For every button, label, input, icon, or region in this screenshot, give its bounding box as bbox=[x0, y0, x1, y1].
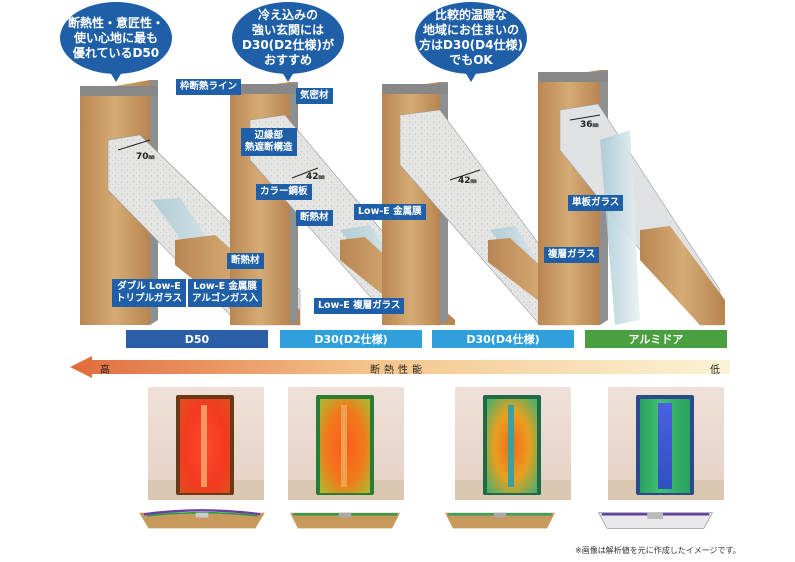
footnote: ※画像は解析値を元に作成したイメージです。 bbox=[575, 546, 741, 555]
double-lowe-triple-glass-label: ダブル Low-E トリプルガラス bbox=[112, 279, 187, 307]
alu-thermal-plan bbox=[598, 512, 713, 529]
alu-section bbox=[538, 70, 725, 326]
alu-thickness: 36㎜ bbox=[580, 120, 599, 130]
lowe-metal-film-label: Low-E 金属膜 bbox=[354, 204, 426, 220]
scale-low-label: 低 bbox=[710, 365, 720, 376]
d50-thermal-plan bbox=[139, 509, 265, 529]
band-d30-d4: D30(D4仕様) bbox=[432, 330, 574, 348]
d2-thickness: 42㎜ bbox=[306, 172, 325, 182]
d50-thickness: 70㎜ bbox=[136, 152, 155, 162]
lowe-double-glass-label: Low-E 複層ガラス bbox=[314, 298, 405, 314]
insulation-label-left: 断熱材 bbox=[227, 253, 264, 269]
d50-bubble: 断熱性・意匠性・ 使い心地に最も 優れているD50 bbox=[60, 2, 172, 82]
d2-glass-strip bbox=[341, 405, 347, 487]
double-glass-label: 複層ガラス bbox=[544, 247, 600, 263]
lowe-argon-label: Low-E 金属膜 アルゴンガス入 bbox=[188, 279, 263, 307]
frame-insulation-line-label: 枠断熱ライン bbox=[176, 79, 242, 95]
d50-glass-strip bbox=[201, 405, 207, 487]
insulation-scale-arrow bbox=[70, 356, 730, 378]
d2-thermal-plan bbox=[290, 512, 400, 529]
band-d30-d2: D30(D2仕様) bbox=[280, 330, 422, 348]
airtight-seal-label: 気密材 bbox=[296, 88, 333, 104]
insulation-label-mid: 断熱材 bbox=[296, 210, 333, 226]
scale-title: 断熱性能 bbox=[370, 365, 426, 376]
alu-glass-strip bbox=[658, 403, 672, 489]
door-cross-section-illustration bbox=[80, 70, 725, 326]
d4-section bbox=[382, 82, 600, 326]
d2-bubble: 冷え込みの 強い玄関には D30(D2仕様)が おすすめ bbox=[232, 2, 344, 82]
single-glass-label: 単板ガラス bbox=[568, 195, 624, 211]
d4-thickness: 42㎜ bbox=[458, 176, 477, 186]
d4-thermal-plan bbox=[445, 512, 555, 529]
scale-high-label: 高 bbox=[100, 365, 110, 376]
d4-glass-strip bbox=[508, 405, 514, 487]
band-aluminium-door: アルミドア bbox=[585, 330, 727, 348]
d4-bubble: 比較的温暖な 地域にお住まいの 方はD30(D4仕様) でもOK bbox=[415, 2, 527, 82]
edge-thermal-break-label: 辺縁部 熱遮断構造 bbox=[241, 128, 297, 156]
color-steel-label: カラー鋼板 bbox=[256, 184, 312, 200]
band-d50: D50 bbox=[126, 330, 268, 348]
